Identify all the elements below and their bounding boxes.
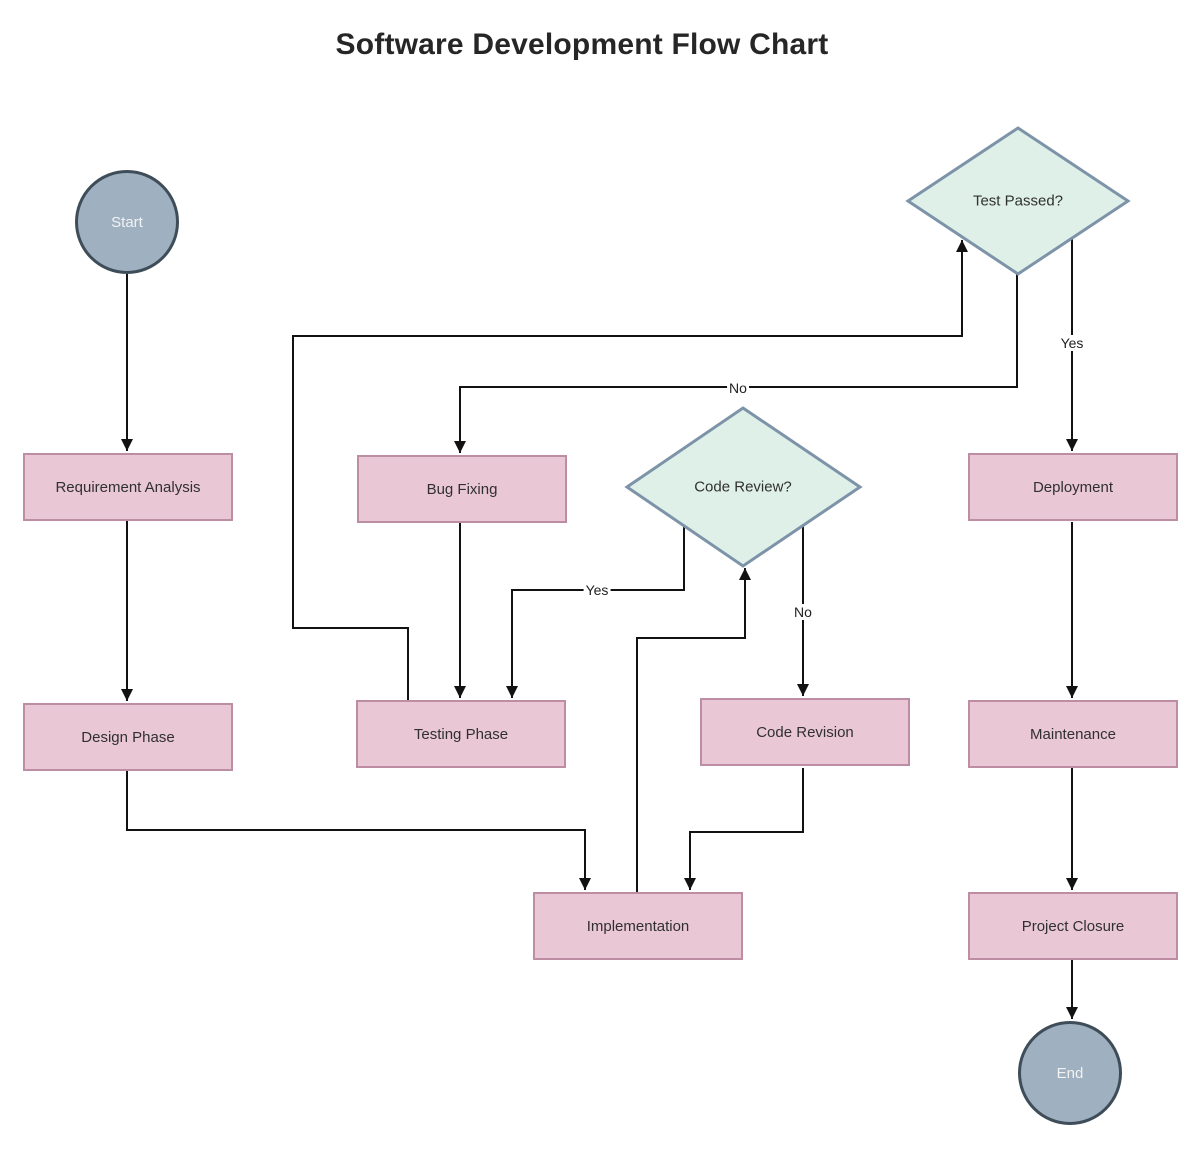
edge-implementation-to-code-review [636, 568, 751, 892]
node-end: End [1018, 1021, 1122, 1125]
edge-label-test-passed-yes: Yes [1058, 335, 1086, 351]
node-code-review-diamond [624, 406, 863, 568]
node-bug-fixing-label: Bug Fixing [426, 480, 498, 498]
node-testing-phase: Testing Phase [356, 700, 566, 768]
node-end-label: End [1056, 1064, 1084, 1082]
node-design-phase-label: Design Phase [81, 728, 175, 746]
edge-label-test-passed-no: No [727, 380, 749, 396]
edge-label-code-review-no: No [792, 604, 814, 620]
edge-label-code-review-yes: Yes [583, 582, 611, 598]
node-project-closure: Project Closure [968, 892, 1178, 960]
node-design-phase: Design Phase [23, 703, 233, 771]
node-start: Start [75, 170, 179, 274]
node-implementation: Implementation [533, 892, 743, 960]
node-start-label: Start [111, 213, 143, 231]
edge-code-revision-to-implementation [684, 768, 804, 890]
chart-title: Software Development Flow Chart [335, 28, 829, 61]
node-testing-phase-label: Testing Phase [413, 725, 509, 743]
node-requirement-analysis: Requirement Analysis [23, 453, 233, 521]
node-code-revision: Code Revision [700, 698, 910, 766]
node-project-closure-label: Project Closure [1021, 917, 1125, 935]
edge-testing-phase-to-test-passed [292, 240, 968, 700]
node-test-passed-label: Test Passed? [972, 192, 1064, 210]
node-deployment-label: Deployment [1032, 478, 1114, 496]
node-deployment: Deployment [968, 453, 1178, 521]
node-bug-fixing: Bug Fixing [357, 455, 567, 523]
edge-design-phase-to-implementation [126, 771, 591, 890]
node-implementation-label: Implementation [586, 917, 690, 935]
edge-code-review-yes-to-testing-phase [506, 526, 685, 698]
node-maintenance-label: Maintenance [1030, 725, 1116, 743]
node-requirement-analysis-label: Requirement Analysis [55, 478, 201, 496]
node-maintenance: Maintenance [968, 700, 1178, 768]
node-code-revision-label: Code Revision [756, 723, 854, 741]
node-code-review-label: Code Review? [694, 478, 792, 496]
node-test-passed-diamond [905, 126, 1131, 276]
